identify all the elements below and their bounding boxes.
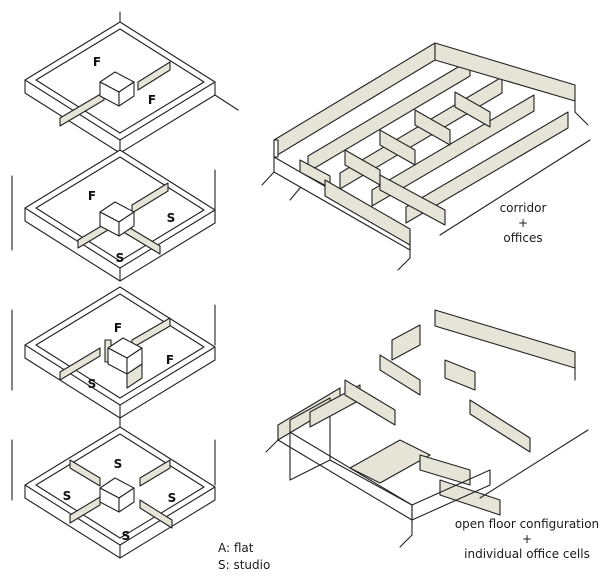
room-label-f: F bbox=[148, 93, 156, 107]
open-floor-caption-line3: individual office cells bbox=[464, 547, 590, 561]
room-label-s: S bbox=[168, 491, 177, 505]
corridor-offices-model bbox=[261, 42, 591, 271]
room-label-f: F bbox=[114, 321, 122, 335]
legend: A: flat S: studio bbox=[218, 540, 270, 574]
floor-plate-3 bbox=[11, 286, 216, 419]
floor-plate-1 bbox=[24, 11, 239, 154]
room-label-s: S bbox=[63, 489, 72, 503]
open-floor-caption: open floor configuration + individual of… bbox=[452, 517, 602, 562]
room-label-f: F bbox=[93, 55, 101, 69]
legend-flat: A: flat bbox=[218, 541, 254, 555]
room-label-s: S bbox=[114, 457, 123, 471]
corridor-caption-line1: corridor bbox=[499, 201, 547, 215]
room-label-s: S bbox=[167, 211, 176, 225]
room-label-f: F bbox=[166, 353, 174, 367]
room-label-s: S bbox=[122, 529, 131, 543]
corridor-caption-line2: + bbox=[517, 216, 529, 230]
room-label-s: S bbox=[88, 377, 97, 391]
floor-plate-4 bbox=[11, 417, 216, 559]
open-floor-caption-line1: open floor configuration bbox=[454, 517, 600, 531]
corridor-caption: corridor + offices bbox=[488, 201, 558, 246]
room-label-s: S bbox=[116, 251, 125, 265]
legend-studio: S: studio bbox=[218, 558, 271, 572]
corridor-caption-line3: offices bbox=[503, 231, 543, 245]
room-labels: F F F S S F F S S S S S bbox=[63, 55, 177, 543]
floor-plate-2 bbox=[11, 149, 216, 282]
room-label-f: F bbox=[88, 189, 96, 203]
open-floor-caption-line2: + bbox=[521, 532, 533, 546]
open-floor-model bbox=[265, 309, 589, 548]
